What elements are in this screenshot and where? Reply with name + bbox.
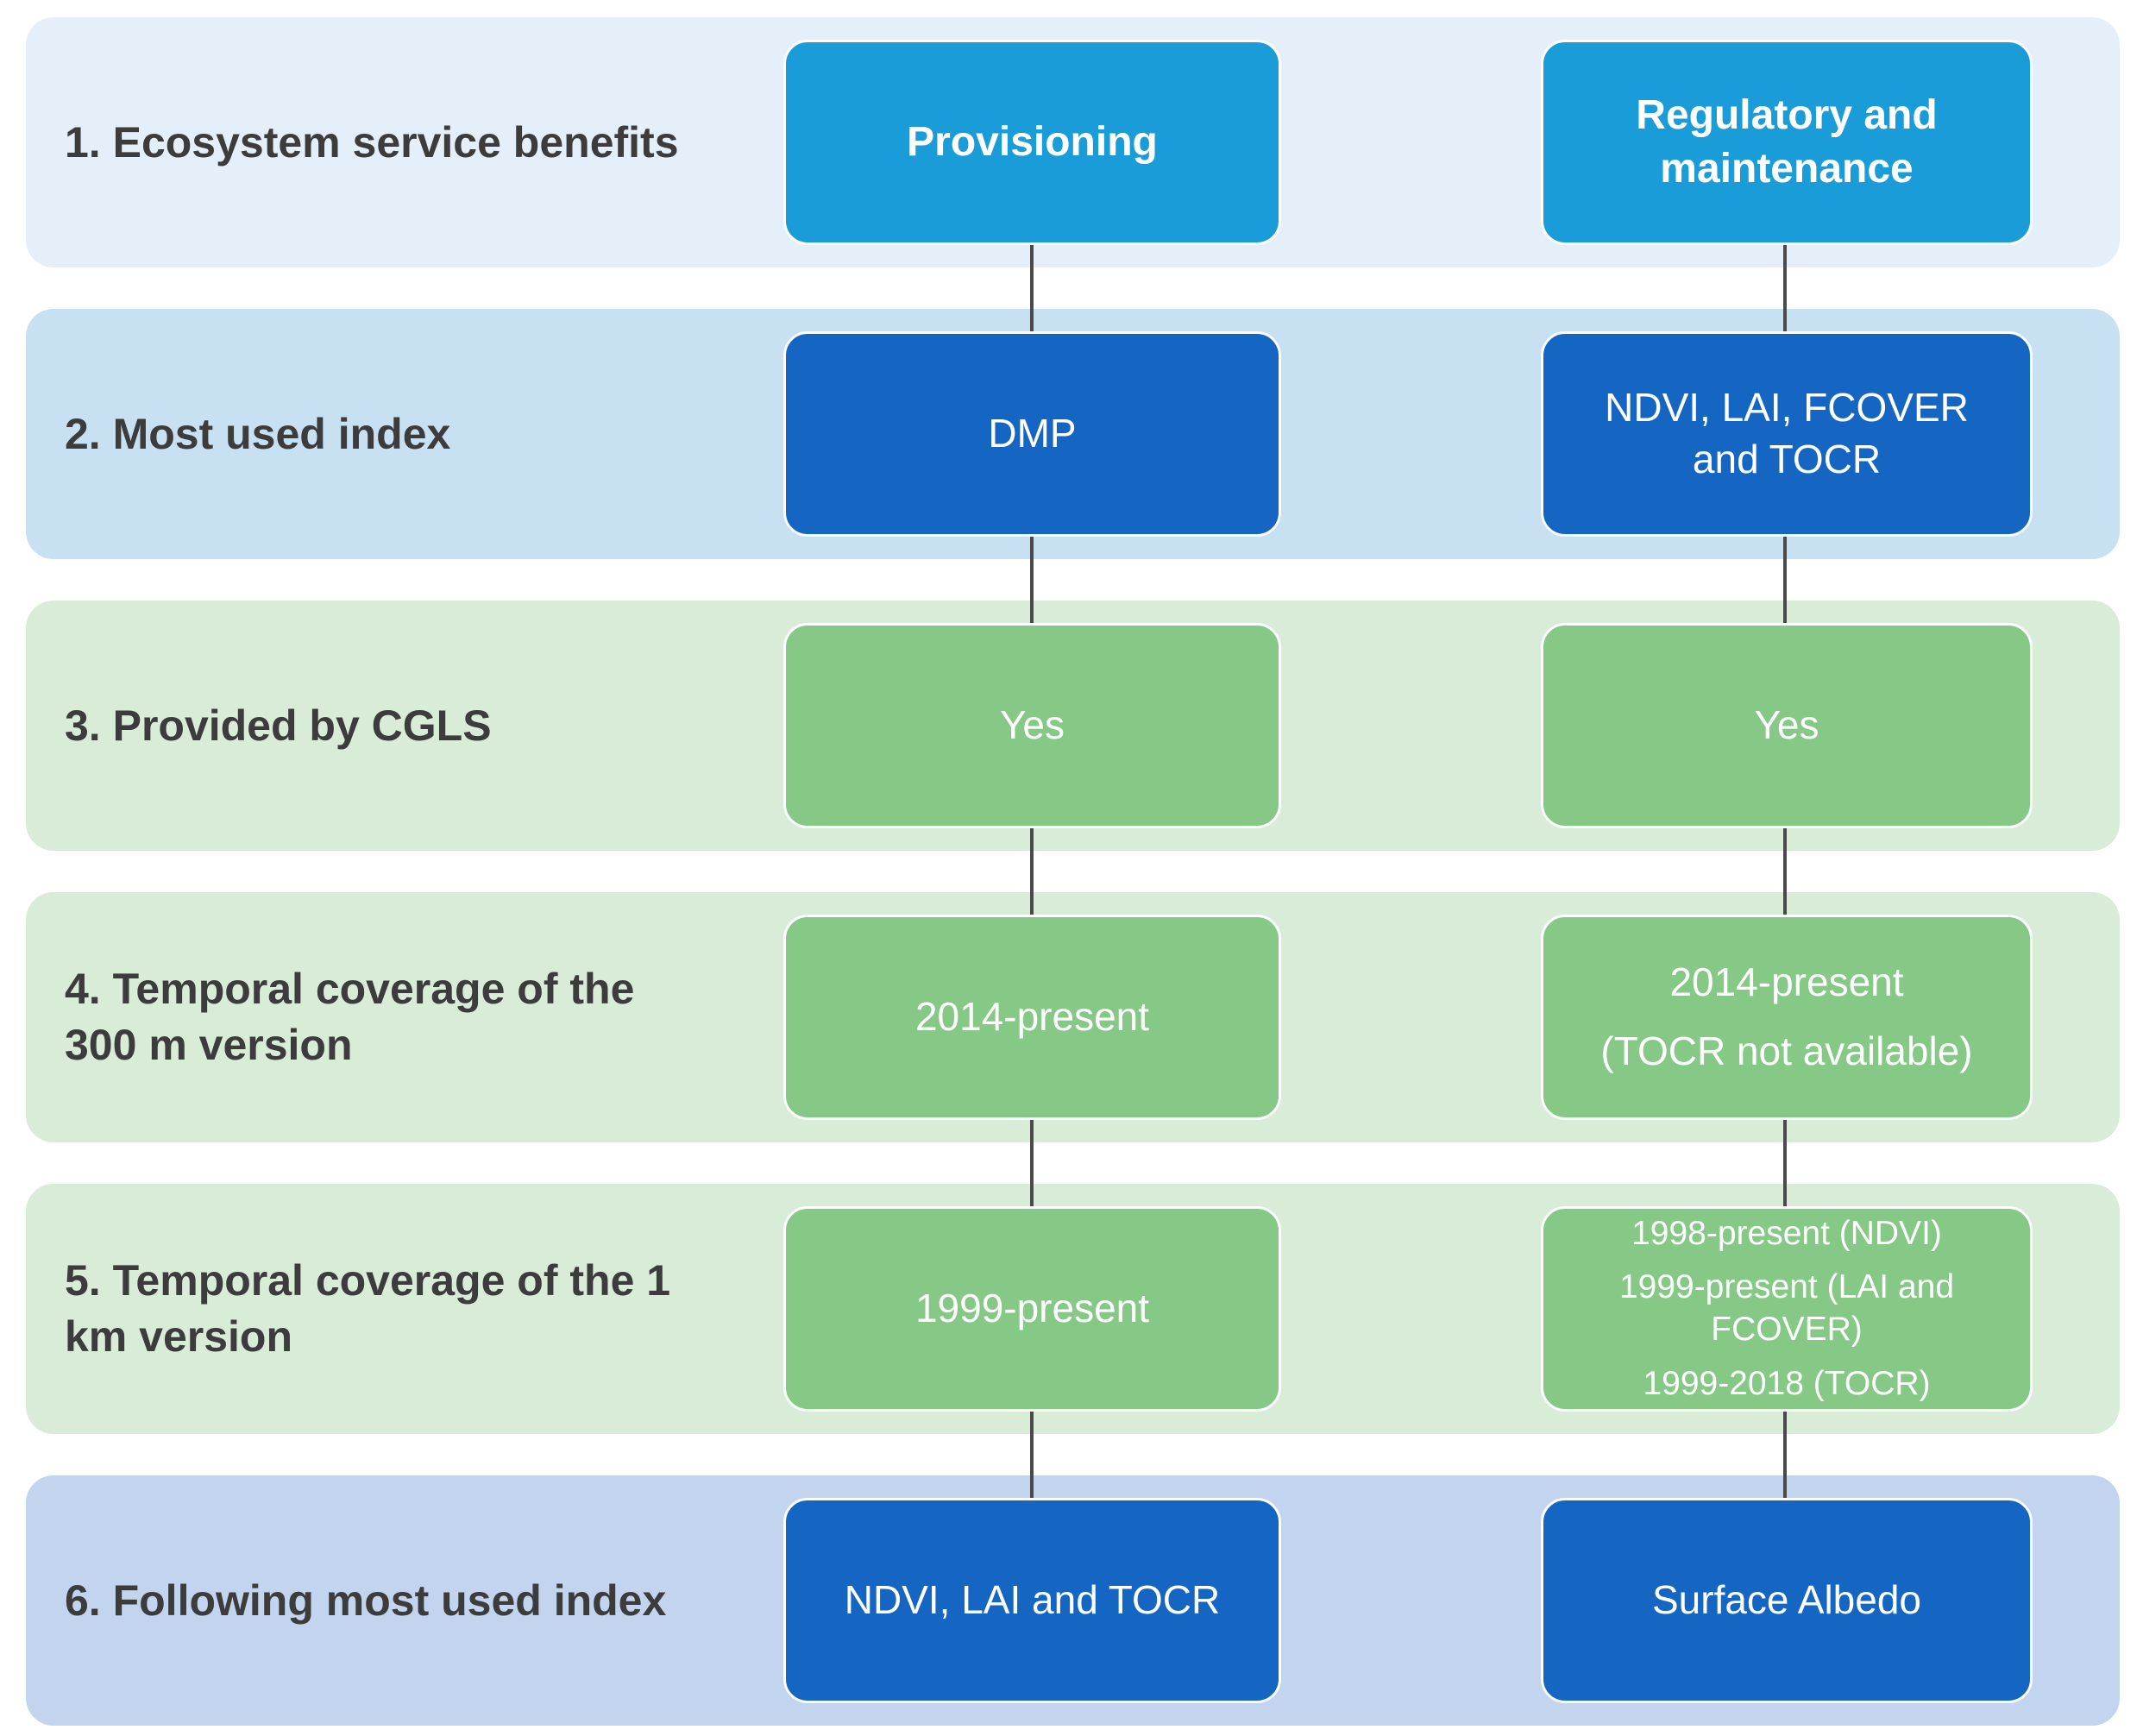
box-most-used-index-regulatory: NDVI, LAI, FCOVER and TOCR	[1541, 331, 2033, 537]
box-coverage-1km-regulatory: 1998-present (NDVI) 1999-present (LAI an…	[1541, 1206, 2033, 1412]
row-label-3: 3. Provided by CGLS	[65, 701, 492, 750]
row-label-6: 6. Following most used index	[65, 1576, 667, 1625]
box-line: 1999-2018 (TOCR)	[1643, 1364, 1931, 1402]
box-line: (TOCR not available)	[1600, 1028, 1973, 1073]
row-label-5: 5. Temporal coverage of the 1 km version	[65, 1256, 671, 1361]
box-provided-by-cgls-provisioning: Yes	[783, 623, 1281, 828]
box-line: NDVI, LAI and TOCR	[844, 1577, 1221, 1623]
row-label-2: 2. Most used index	[65, 409, 451, 458]
box-line: Yes	[999, 702, 1065, 748]
connector-line-regulatory-column	[1783, 245, 1787, 1498]
row-label-4: 4. Temporal coverage of the 300 m versio…	[65, 965, 635, 1069]
box-provisioning: Provisioning	[783, 40, 1281, 245]
box-line: Provisioning	[907, 118, 1158, 165]
box-line: NDVI, LAI, FCOVER and TOCR	[1605, 385, 1969, 481]
box-line: 1999-present	[914, 1286, 1150, 1331]
box-line: 2014-present	[1669, 959, 1904, 1005]
box-coverage-300m-regulatory: 2014-present (TOCR not available)	[1541, 915, 2033, 1120]
row-label-1: 1. Ecosystem service benefits	[65, 117, 679, 167]
connector-line-provisioning-column	[1030, 245, 1034, 1498]
box-provided-by-cgls-regulatory: Yes	[1541, 623, 2033, 828]
box-coverage-1km-provisioning: 1999-present	[783, 1206, 1281, 1412]
box-most-used-index-provisioning: DMP	[783, 331, 1281, 537]
box-line: 1999-present (LAI and FCOVER)	[1618, 1268, 1955, 1348]
box-following-index-regulatory: Surface Albedo	[1541, 1498, 2033, 1703]
box-following-index-provisioning: NDVI, LAI and TOCR	[783, 1498, 1281, 1703]
box-line: 1998-present (NDVI)	[1631, 1214, 1942, 1252]
box-line: DMP	[988, 411, 1077, 456]
box-line: Surface Albedo	[1651, 1577, 1921, 1623]
box-coverage-300m-provisioning: 2014-present	[783, 915, 1281, 1120]
box-line: Yes	[1754, 702, 1819, 748]
box-line: 2014-present	[914, 994, 1150, 1040]
box-line: Regulatory and maintenance	[1636, 91, 1938, 192]
box-regulatory-and-maintenance: Regulatory and maintenance	[1541, 40, 2033, 245]
